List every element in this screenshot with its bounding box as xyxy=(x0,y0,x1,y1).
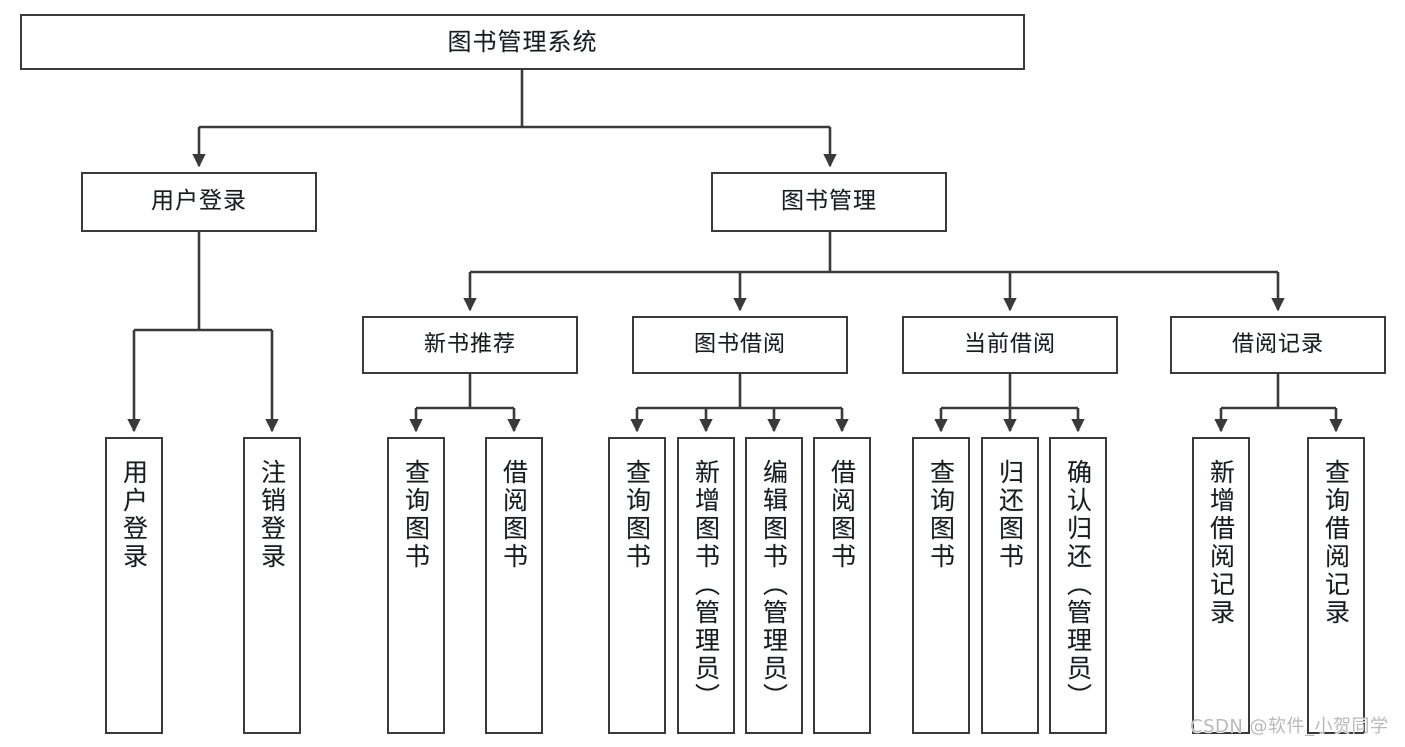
node-root[interactable]: 图书管理系统 xyxy=(20,14,1025,70)
node-leaf-borrow-book-2[interactable]: 借阅图书 xyxy=(813,437,871,734)
node-leaf-return-book-label: 归还图书 xyxy=(995,459,1025,571)
node-leaf-user-logout-label: 注销登录 xyxy=(257,459,287,571)
node-leaf-edit-book-admin[interactable]: 编辑图书（管理员） xyxy=(745,437,803,734)
node-leaf-borrow-book-2-label: 借阅图书 xyxy=(827,459,857,571)
node-leaf-user-login-label: 用户登录 xyxy=(119,459,149,571)
node-leaf-add-borrow-record[interactable]: 新增借阅记录 xyxy=(1192,437,1250,734)
node-borrow-record-label: 借阅记录 xyxy=(1231,331,1324,357)
node-leaf-query-borrow-record-label: 查询借阅记录 xyxy=(1321,459,1351,627)
node-leaf-query-book-3[interactable]: 查询图书 xyxy=(912,437,970,734)
node-book-borrow-label: 图书借阅 xyxy=(693,331,786,357)
node-leaf-confirm-return-admin[interactable]: 确认归还（管理员） xyxy=(1049,437,1107,734)
node-book-manage-label: 图书管理 xyxy=(781,188,877,215)
node-leaf-query-book-2-label: 查询图书 xyxy=(622,459,652,571)
node-new-book-recommend[interactable]: 新书推荐 xyxy=(362,316,578,374)
node-root-label: 图书管理系统 xyxy=(447,27,598,56)
node-leaf-query-borrow-record[interactable]: 查询借阅记录 xyxy=(1307,437,1365,734)
node-leaf-query-book-1-label: 查询图书 xyxy=(401,459,431,571)
node-leaf-user-logout[interactable]: 注销登录 xyxy=(243,437,301,734)
node-current-borrow-label: 当前借阅 xyxy=(963,331,1056,357)
node-book-borrow[interactable]: 图书借阅 xyxy=(632,316,848,374)
node-user-login[interactable]: 用户登录 xyxy=(81,172,317,232)
node-leaf-borrow-book-1-label: 借阅图书 xyxy=(499,459,529,571)
node-leaf-query-book-1[interactable]: 查询图书 xyxy=(387,437,445,734)
node-user-login-label: 用户登录 xyxy=(151,188,247,215)
node-leaf-confirm-return-admin-label: 确认归还（管理员） xyxy=(1063,459,1093,711)
node-leaf-borrow-book-1[interactable]: 借阅图书 xyxy=(485,437,543,734)
node-book-manage[interactable]: 图书管理 xyxy=(711,172,947,232)
node-leaf-query-book-3-label: 查询图书 xyxy=(926,459,956,571)
node-leaf-edit-book-admin-label: 编辑图书（管理员） xyxy=(759,459,789,711)
watermark-text: CSDN @软件_小贺同学 xyxy=(1190,716,1389,737)
node-leaf-add-borrow-record-label: 新增借阅记录 xyxy=(1206,459,1236,627)
node-current-borrow[interactable]: 当前借阅 xyxy=(902,316,1118,374)
node-leaf-user-login[interactable]: 用户登录 xyxy=(105,437,163,734)
node-new-book-recommend-label: 新书推荐 xyxy=(423,331,516,357)
node-leaf-add-book-admin[interactable]: 新增图书（管理员） xyxy=(677,437,735,734)
node-borrow-record[interactable]: 借阅记录 xyxy=(1170,316,1386,374)
node-leaf-query-book-2[interactable]: 查询图书 xyxy=(608,437,666,734)
node-leaf-return-book[interactable]: 归还图书 xyxy=(981,437,1039,734)
node-leaf-add-book-admin-label: 新增图书（管理员） xyxy=(691,459,721,711)
